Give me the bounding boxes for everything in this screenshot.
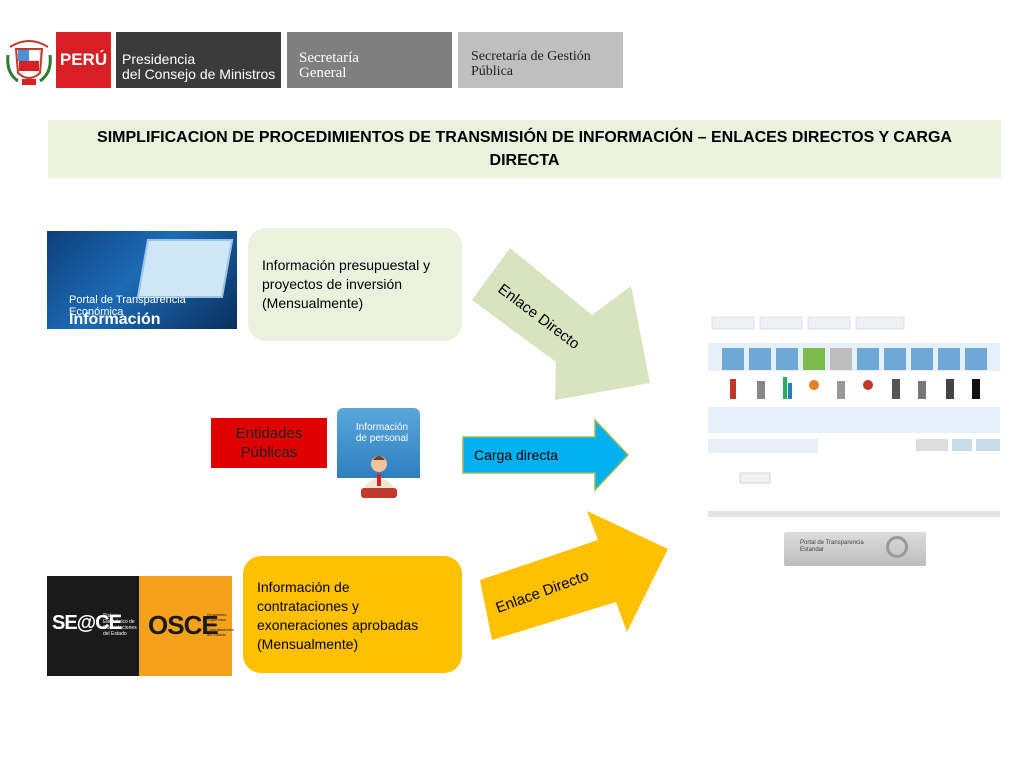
entidades-publicas-label: Entidades Públicas	[211, 418, 327, 468]
portal-std-text: Portal de Transparencia Estandar	[800, 540, 864, 554]
sg-line2: General	[299, 65, 347, 81]
seace-logo-text: SE@CE	[52, 612, 122, 634]
info-presupuestal-box: Información presupuestal y proyectos de …	[248, 228, 462, 341]
portal-std-line1: Portal de Transparencia	[800, 540, 864, 546]
entidades-line2: Públicas	[240, 444, 298, 461]
box1-line2: proyectos de inversión	[262, 276, 403, 292]
info-personal-line2: de personal	[355, 433, 409, 444]
osce-logo: OSCE Organismo Supervisor de las Contrat…	[139, 576, 234, 676]
box2-line4: (Mensualmente)	[257, 636, 359, 652]
sgp-line1: Secretaría de Gestión	[471, 49, 591, 64]
carga-directa-arrow	[462, 418, 630, 492]
sgp-line2: Pública	[471, 64, 513, 79]
pcm-line2: del Consejo de Ministros	[122, 66, 276, 82]
portal-transparencia-economica-image: Portal de Transparencia Económica Inform…	[47, 231, 237, 329]
box2-line2: contrataciones y	[257, 598, 359, 614]
info-personal-line1: Información	[355, 422, 409, 433]
sg-line1: Secretaría	[299, 50, 359, 66]
portal-std-line2: Estandar	[800, 547, 825, 553]
enlace-directo-bottom-arrow	[480, 511, 668, 640]
seace-caption: Sistema Electrónico de Contrataciones de…	[103, 613, 137, 637]
secretaria-gestion-publica-box: Secretaría de Gestión Pública	[458, 32, 623, 88]
secretaria-general-box: Secretaría General	[287, 32, 452, 88]
slide-title: SIMPLIFICACION DE PROCEDIMIENTOS DE TRAN…	[48, 120, 1001, 178]
box1-line1: Información presupuestal y	[262, 257, 431, 273]
portal-screenshot-image	[706, 315, 1002, 520]
box1-line3: (Mensualmente)	[262, 295, 364, 311]
info-contrataciones-box: Información de contrataciones y exonerac…	[243, 556, 462, 673]
portal-std-ring-icon	[886, 536, 908, 558]
box2-line3: exoneraciones aprobadas	[257, 617, 419, 633]
peru-label: PERÚ	[59, 50, 108, 69]
person-icon	[361, 456, 397, 498]
pcm-logo-box: Presidencia del Consejo de Ministros	[116, 32, 281, 88]
osce-logo-text: OSCE	[148, 610, 219, 640]
portal-economica-line2: Información Económica	[69, 311, 161, 328]
entidades-line1: Entidades	[235, 425, 303, 442]
portal-transparencia-estandar-logo: Portal de Transparencia Estandar	[784, 532, 926, 566]
enlace-directo-top-arrow	[472, 248, 650, 400]
peru-logo-box: PERÚ	[56, 32, 111, 88]
portal-economica-line1: Portal de Transparencia Económica	[69, 294, 186, 318]
info-personal-text: Información de personal	[347, 422, 417, 444]
seace-logo: SE@CE Sistema Electrónico de Contratacio…	[47, 576, 139, 676]
carga-directa-label: Carga directa	[474, 447, 558, 463]
informacion-personal-icon: Información de personal	[337, 408, 420, 525]
pcm-line1: Presidencia	[122, 51, 196, 67]
osce-caption: Organismo Supervisor de las Contratacion…	[207, 612, 234, 637]
peru-coat-of-arms-icon	[6, 40, 52, 85]
box2-line1: Información de	[257, 579, 350, 595]
